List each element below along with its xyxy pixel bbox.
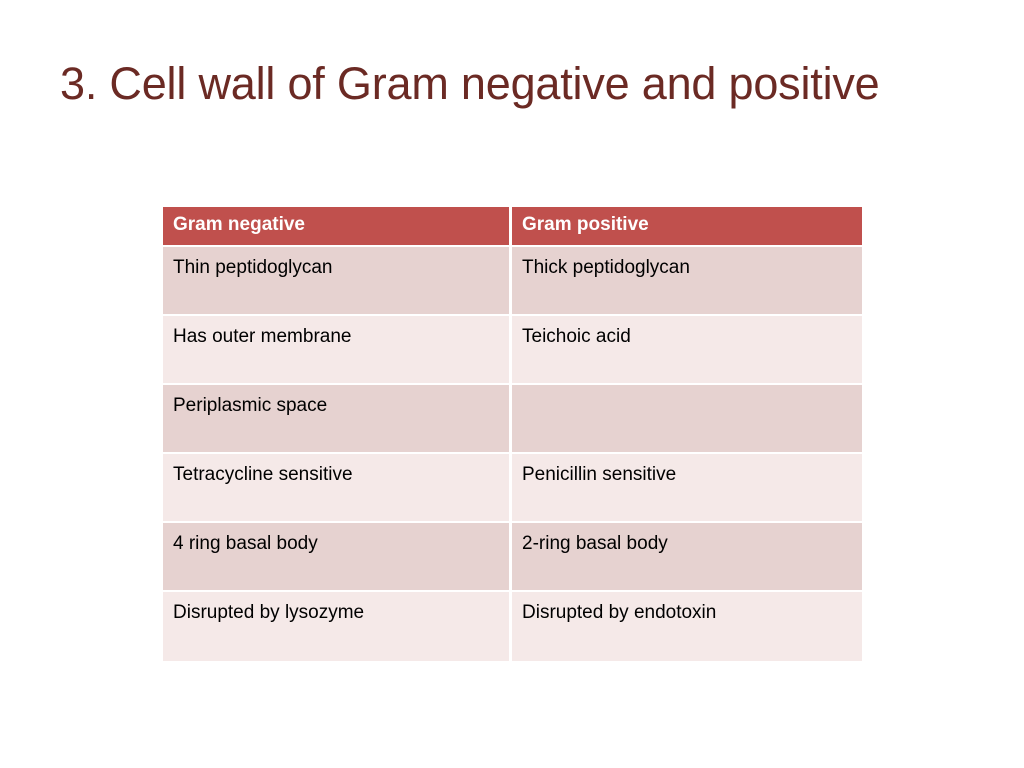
cell-gram-negative: 4 ring basal body — [163, 522, 512, 592]
table-header-row: Gram negative Gram positive — [163, 207, 862, 247]
table-row: Thin peptidoglycan Thick peptidoglycan — [163, 246, 862, 316]
table-header: Gram negative Gram positive — [163, 207, 862, 247]
cell-gram-positive: Thick peptidoglycan — [512, 246, 862, 316]
cell-gram-positive: Teichoic acid — [512, 315, 862, 385]
column-header-gram-positive: Gram positive — [512, 207, 862, 247]
cell-gram-positive: Penicillin sensitive — [512, 453, 862, 523]
cell-gram-negative: Disrupted by lysozyme — [163, 591, 512, 661]
cell-gram-positive: 2-ring basal body — [512, 522, 862, 592]
cell-gram-negative: Thin peptidoglycan — [163, 246, 512, 316]
table-body: Thin peptidoglycan Thick peptidoglycan H… — [163, 246, 862, 661]
comparison-table: Gram negative Gram positive Thin peptido… — [163, 207, 862, 661]
table-row: Periplasmic space — [163, 384, 862, 454]
cell-gram-positive — [512, 384, 862, 454]
table-row: 4 ring basal body 2-ring basal body — [163, 522, 862, 592]
column-header-gram-negative: Gram negative — [163, 207, 512, 247]
table-row: Tetracycline sensitive Penicillin sensit… — [163, 453, 862, 523]
comparison-table-container: Gram negative Gram positive Thin peptido… — [163, 207, 862, 662]
page-title: 3. Cell wall of Gram negative and positi… — [60, 58, 880, 109]
cell-gram-negative: Has outer membrane — [163, 315, 512, 385]
cell-gram-negative: Tetracycline sensitive — [163, 453, 512, 523]
cell-gram-negative: Periplasmic space — [163, 384, 512, 454]
cell-gram-positive: Disrupted by endotoxin — [512, 591, 862, 661]
table-row: Has outer membrane Teichoic acid — [163, 315, 862, 385]
table-row: Disrupted by lysozyme Disrupted by endot… — [163, 591, 862, 661]
